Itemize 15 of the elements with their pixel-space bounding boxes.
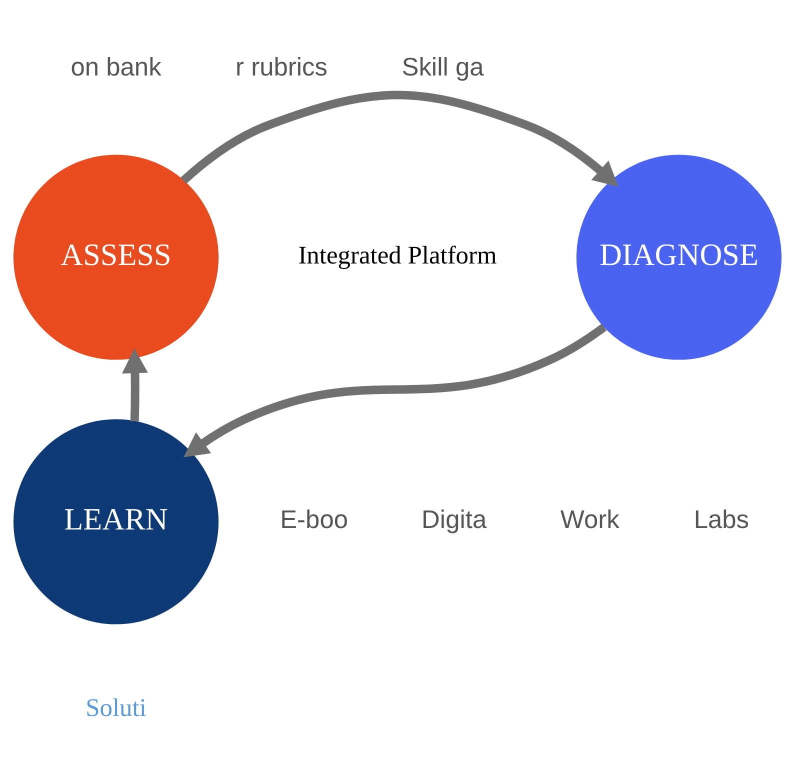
label: Integrated Platform bbox=[298, 240, 497, 270]
arrow bbox=[184, 324, 607, 458]
label: Digita bbox=[422, 506, 487, 534]
label: E-boo bbox=[280, 506, 348, 534]
node-circle: DIAGNOSE bbox=[576, 154, 782, 360]
label: r rubrics bbox=[236, 53, 328, 82]
label: Labs bbox=[694, 506, 750, 534]
arrow bbox=[122, 348, 148, 422]
label: Skill ga bbox=[402, 53, 484, 82]
label: on bank bbox=[70, 53, 162, 82]
label: Work bbox=[560, 506, 620, 534]
label: Soluti bbox=[86, 693, 146, 722]
node-circle: LEARN bbox=[13, 419, 219, 624]
node-circle: ASSESS bbox=[13, 154, 219, 360]
arrow bbox=[180, 90, 618, 187]
